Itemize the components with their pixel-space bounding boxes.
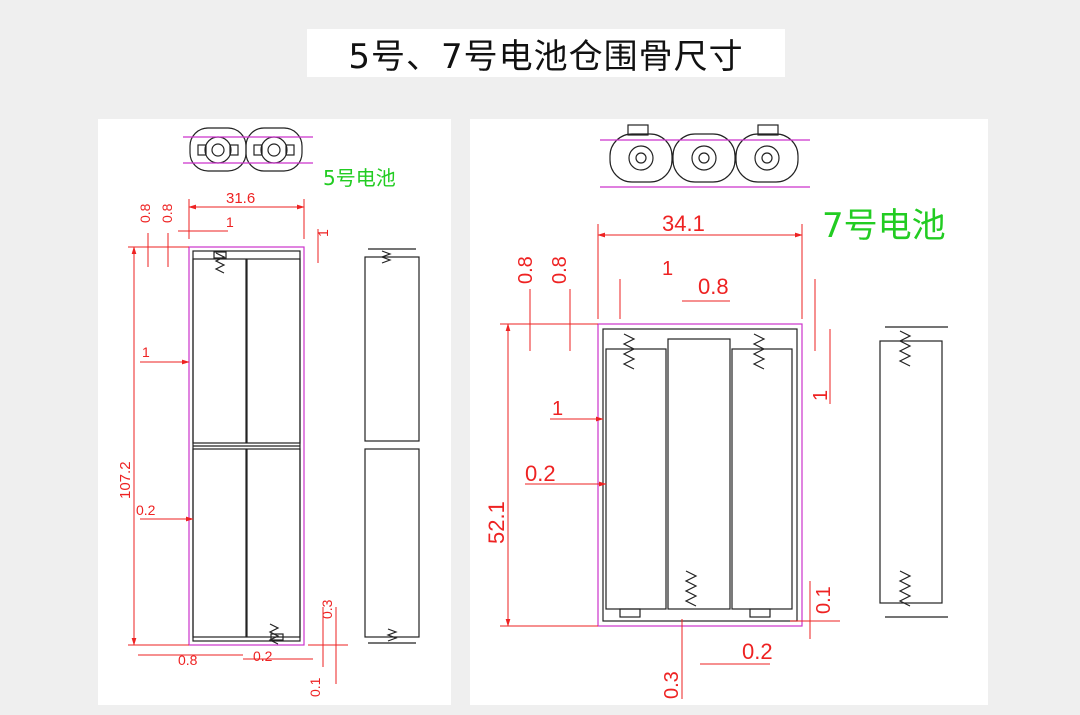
aa-gap-dim: 0.2 (136, 502, 156, 518)
aaa-right-dim: 1 (810, 390, 832, 401)
aa-bottom-dim-d: 0.1 (307, 677, 323, 697)
aa-bottom-dim-c: 0.3 (319, 599, 335, 619)
aaa-side-view (879, 326, 948, 618)
aa-height-dim: 107.2 (117, 461, 134, 499)
aa-wall-dim: 1 (142, 344, 150, 360)
aa-top-view (183, 127, 313, 172)
aaa-bottom-dim-a: 0.1 (813, 586, 835, 614)
aa-holder-svg: 5号电池 (117, 127, 420, 697)
aa-bottom-dim-a: 0.8 (178, 652, 198, 668)
aa-label: 5号电池 (323, 166, 396, 190)
aa-top-dim-b: 0.8 (159, 203, 175, 223)
aaa-bottom-dim-c: 0.3 (661, 671, 683, 699)
aa-top-dim-a: 0.8 (137, 203, 153, 223)
aa-top-dim-c: 1 (226, 214, 234, 230)
aa-width-dim: 31.6 (226, 190, 255, 207)
aaa-top-dim-b: 0.8 (549, 256, 571, 284)
aa-holder-drawing: 5号电池 (98, 119, 451, 705)
aa-dimensions (128, 199, 348, 684)
aaa-holder-svg: 7号电池 (484, 124, 948, 699)
aaa-wall-dim: 1 (552, 398, 563, 420)
aa-bottom-dim-b: 0.2 (253, 648, 273, 664)
aaa-gap-dim: 0.2 (525, 461, 556, 486)
aaa-dimensions (500, 224, 840, 699)
aaa-top-dim-a: 0.8 (515, 256, 537, 284)
aaa-holder-outline (597, 323, 803, 627)
aaa-label: 7号电池 (822, 206, 946, 246)
aa-holder-outline (188, 246, 305, 646)
aaa-top-dim-d: 0.8 (698, 274, 729, 299)
aa-side-view (364, 248, 420, 644)
page-title: 5号、7号电池仓围骨尺寸 (307, 29, 785, 77)
aaa-width-dim: 34.1 (662, 211, 705, 236)
aaa-height-dim: 52.1 (484, 501, 509, 544)
aa-top-right-dim: 1 (315, 229, 331, 237)
aaa-bottom-dim-b: 0.2 (742, 639, 773, 664)
aaa-holder-drawing: 7号电池 (470, 119, 988, 705)
aaa-top-dim-c: 1 (662, 258, 673, 280)
aaa-top-view (600, 124, 810, 188)
